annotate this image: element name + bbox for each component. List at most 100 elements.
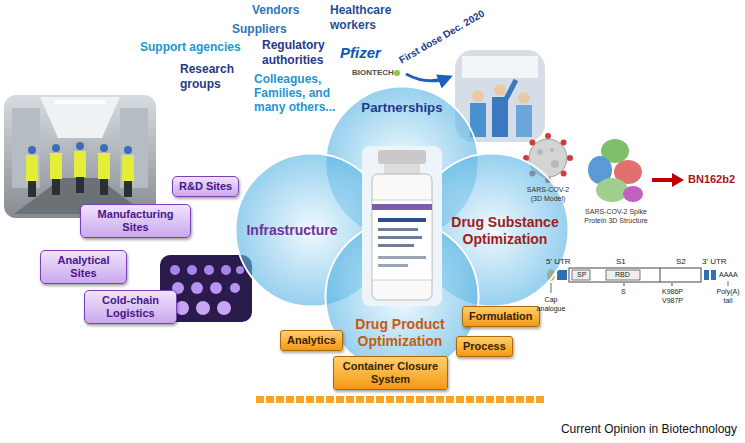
factory-photo [100, 144, 108, 152]
vial-line-photo [221, 265, 231, 275]
vial-line-photo [230, 283, 240, 293]
product-box: Process [456, 336, 513, 357]
mutation-label: K986P [662, 288, 683, 296]
factory-photo [98, 153, 110, 179]
logo-text: BIONTECH [352, 68, 394, 78]
biontech-dot [394, 70, 400, 76]
gene-construct [624, 283, 625, 286]
gene-construct [572, 270, 590, 280]
stakeholder-label: Support agencies [140, 40, 241, 54]
vial-line-photo [217, 301, 231, 315]
virus-model [567, 155, 573, 161]
factory-photo [76, 177, 84, 193]
factory-photo [40, 97, 120, 138]
red-arrow [672, 173, 684, 187]
journal-watermark: Current Opinion in Biotechnology [561, 422, 737, 436]
gene-region-label: AAAA [719, 270, 738, 280]
site-box: Analytical Sites [40, 250, 127, 284]
spike-protein [596, 178, 628, 202]
factory-photo [76, 142, 84, 150]
mutation-label: V987P [662, 297, 683, 305]
gene-construct [672, 283, 673, 286]
factory-photo [4, 95, 156, 218]
gene-region-label: Poly(A) tail [712, 288, 744, 305]
vial-line-photo [196, 301, 210, 315]
gene-construct [606, 270, 640, 280]
vial-line-photo [204, 265, 214, 275]
vial-line-photo [210, 282, 222, 294]
first-dose-photo [472, 90, 484, 102]
first-dose-photo [506, 80, 516, 99]
virus-model [529, 139, 535, 145]
box-label: Process [463, 340, 506, 353]
vial-line-photo [175, 301, 189, 315]
factory-photo [28, 146, 36, 154]
factory-photo [52, 144, 60, 152]
red-arrow [652, 178, 672, 182]
factory-photo [124, 146, 132, 154]
product-name: BN162b2 [688, 173, 735, 186]
gene-region-label: 5' UTR [546, 257, 571, 267]
gene-region-label: SP [577, 270, 586, 280]
box-label: Cold-chain Logistics [91, 294, 170, 320]
factory-photo [100, 179, 108, 195]
gene-construct [660, 268, 661, 282]
gene-construct [551, 283, 552, 293]
box-label: Container Closure System [340, 360, 441, 386]
stakeholder-label: Colleagues, Families, and many others... [254, 72, 350, 114]
box-label: R&D Sites [179, 180, 232, 193]
spike-protein [588, 139, 643, 202]
factory-photo [4, 95, 156, 218]
gene-construct [728, 281, 729, 286]
factory-photo [50, 153, 62, 179]
virus-model [537, 149, 543, 155]
virus-model [545, 133, 551, 139]
factory-photo [120, 108, 148, 188]
site-box: Cold-chain Logistics [84, 290, 177, 324]
stakeholder-label: Research groups [180, 62, 244, 92]
stakeholder-label: Vendors [252, 3, 299, 17]
circle-title: Partnerships [347, 99, 457, 116]
gene-region-label: Cap analogue [533, 296, 569, 313]
figure-caption: SARS-COV-2 (3D Model) [522, 186, 574, 203]
first-dose-photo [518, 92, 530, 104]
biontech-dot [394, 70, 400, 76]
vial-line-photo [187, 265, 197, 275]
virus-model [561, 171, 567, 177]
vial-line-photo [191, 282, 203, 294]
stakeholder-label: Healthcare workers [330, 3, 402, 33]
gene-construct [704, 270, 709, 280]
product-box: Formulation [462, 306, 540, 327]
gene-construct [569, 268, 701, 282]
mutation-label: S [621, 288, 626, 296]
factory-photo [74, 151, 86, 177]
gene-region-label: 3' UTR [702, 257, 727, 267]
factory-photo [12, 108, 40, 188]
spike-protein [623, 186, 643, 202]
vial-line-photo [236, 266, 244, 274]
site-box: R&D Sites [172, 176, 239, 197]
figure-caption: SARS-COV-2 Spike Protein 3D Structure [578, 208, 654, 225]
site-box: Manufacturing Sites [80, 204, 191, 238]
factory-photo [28, 181, 36, 197]
gene-region-label: S1 [616, 257, 626, 267]
stakeholder-label: Regulatory authorities [262, 38, 336, 68]
vial-line-photo [170, 265, 180, 275]
circle-title: Drug Substance Optimization [445, 214, 565, 248]
gene-construct [547, 268, 728, 293]
tile-row [256, 396, 546, 403]
box-label: Formulation [469, 310, 533, 323]
virus-model [550, 148, 554, 152]
factory-photo [26, 155, 38, 181]
first-dose-photo [494, 84, 506, 96]
stakeholder-label: Suppliers [232, 22, 287, 36]
gene-region-label: S2 [676, 257, 686, 267]
first-dose-photo [516, 105, 532, 137]
red-arrow [652, 173, 684, 187]
factory-photo [52, 179, 60, 195]
gene-region-label: RBD [615, 270, 630, 280]
virus-model [551, 160, 559, 168]
factory-photo [124, 181, 132, 197]
handover-arrow [406, 74, 450, 81]
logo-text: Pfizer [340, 44, 381, 62]
